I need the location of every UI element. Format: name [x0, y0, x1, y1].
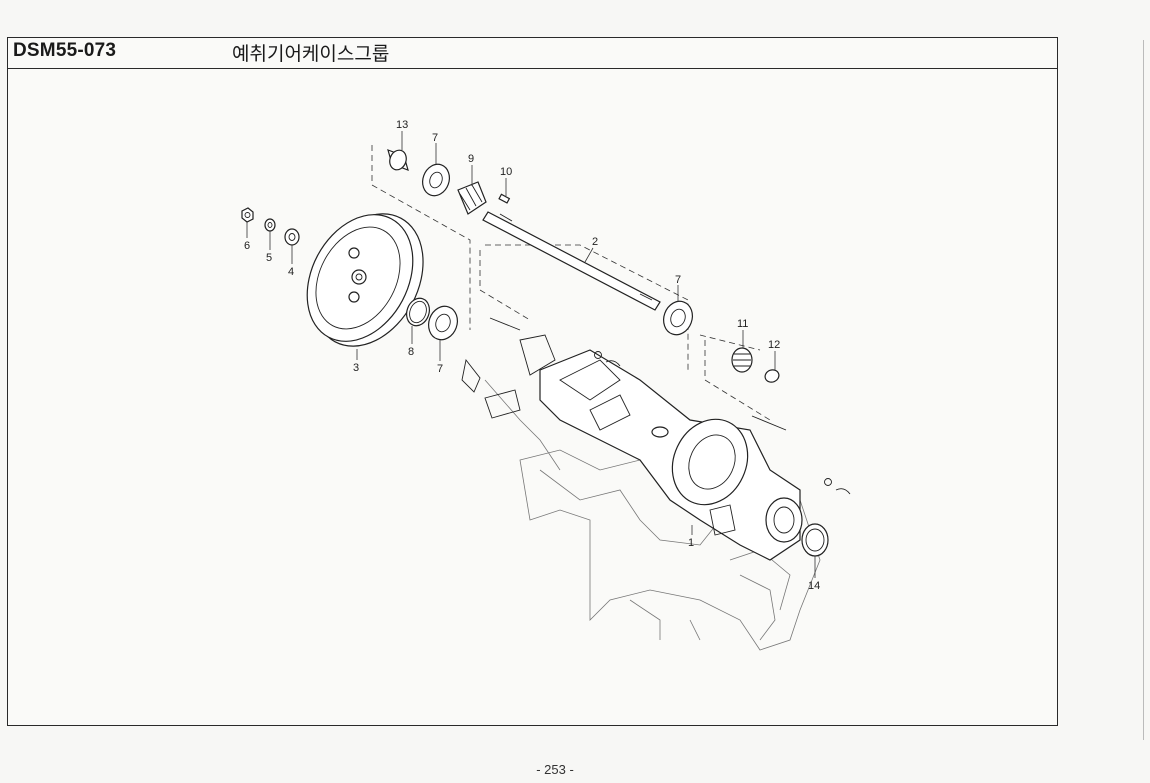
callout-4: 4: [288, 266, 294, 278]
callout-12: 12: [768, 339, 780, 351]
callout-2: 2: [592, 236, 598, 248]
bearing-part-7-top: [422, 163, 450, 197]
washer-part-4: [284, 228, 300, 246]
scan-edge-mark: [1143, 40, 1144, 740]
callout-5: 5: [266, 252, 272, 264]
callout-1: 1: [688, 537, 694, 549]
callout-11: 11: [737, 318, 748, 330]
callout-7-right: 7: [675, 274, 681, 286]
gear-case-part-1: [461, 317, 803, 561]
clip-fastener-lower: [824, 478, 851, 495]
collar-part-13: [387, 149, 409, 171]
callout-7-top: 7: [432, 132, 438, 144]
washer-part-5: [264, 218, 276, 232]
ghost-machine-outline: [484, 379, 821, 651]
callout-8: 8: [408, 346, 414, 358]
callout-14: 14: [808, 580, 820, 592]
assembly-guide-lines: [371, 145, 771, 421]
doc-title: 예취기어케이스그룹: [232, 43, 390, 65]
page-number: - 253 -: [536, 762, 574, 777]
leader-lines: [246, 131, 816, 578]
key-part-10: [498, 193, 511, 204]
callout-13: 13: [396, 119, 408, 131]
callout-6: 6: [244, 240, 250, 252]
gear-part-11: [731, 347, 753, 373]
bearing-part-7-bottom: [428, 305, 458, 341]
pulley-part-3: [306, 213, 424, 347]
shaft-part-2: [482, 211, 661, 311]
callout-9: 9: [468, 153, 474, 165]
callout-10: 10: [500, 166, 512, 178]
nut-part-6: [241, 207, 254, 223]
bearing-part-7-right: [663, 300, 693, 336]
doc-code: DSM55-073: [13, 40, 117, 61]
clip-fastener-upper: [594, 351, 621, 367]
ring-part-12: [764, 369, 780, 383]
drawing-frame: [7, 37, 1058, 726]
title-bar: DSM55-073 예취기어케이스그룹: [7, 37, 1058, 69]
cap-part-14: [801, 523, 829, 557]
callout-3: 3: [353, 362, 359, 374]
snap-ring-part-8: [406, 297, 430, 327]
callout-7-bottom: 7: [437, 363, 443, 375]
bevel-gear-part-9: [457, 181, 487, 215]
